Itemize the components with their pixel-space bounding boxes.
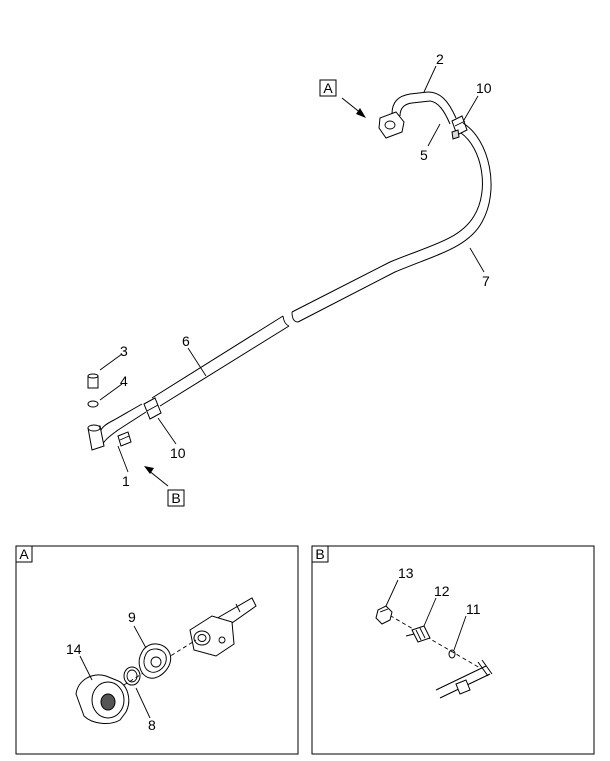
callout-13: 13	[398, 565, 414, 581]
detail-b-panel: B 13 12 11	[311, 545, 595, 755]
lower-fitting	[117, 431, 132, 447]
callout-1: 1	[122, 473, 130, 489]
detail-b-tag: B	[315, 546, 324, 562]
callout-10-upper: 10	[476, 80, 492, 96]
callout-7: 7	[482, 273, 490, 289]
detail-a-tag: A	[19, 546, 29, 562]
callout-6: 6	[182, 333, 190, 349]
callout-10-lower: 10	[170, 445, 186, 461]
view-tag-a-label: A	[323, 80, 333, 96]
tube-assembly	[87, 91, 492, 451]
callout-11: 11	[466, 601, 481, 617]
detail-a-panel: A 9 14 8	[15, 545, 299, 755]
upper-flange	[378, 91, 431, 139]
callout-2: 2	[436, 51, 444, 67]
callout-3: 3	[120, 343, 128, 359]
view-tag-b: B	[167, 489, 185, 507]
view-tag-a: A	[319, 79, 337, 97]
main-leaders	[99, 65, 485, 487]
clamp-upper	[451, 115, 468, 140]
nut-13	[375, 605, 393, 625]
cap-3	[87, 373, 99, 389]
ring-11	[448, 649, 456, 659]
o-ring-8	[123, 666, 141, 686]
view-tag-b-label: B	[171, 490, 180, 506]
fitting-12	[405, 625, 431, 643]
callout-4: 4	[120, 373, 128, 389]
callout-12: 12	[434, 583, 450, 599]
clamp-lower	[143, 397, 162, 420]
callout-5: 5	[420, 147, 428, 163]
callout-9: 9	[128, 609, 136, 625]
o-ring-4	[87, 400, 99, 408]
gasket-9	[138, 643, 172, 679]
callout-14: 14	[66, 641, 82, 657]
block-14	[75, 674, 130, 724]
callout-8: 8	[148, 717, 156, 733]
